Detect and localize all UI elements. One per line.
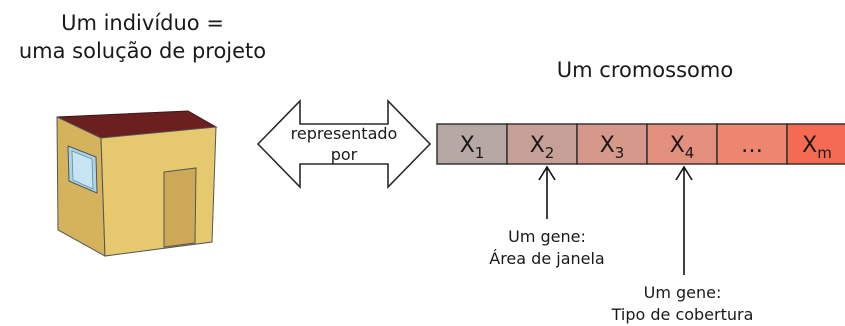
double-arrow-label: representado por <box>279 123 409 165</box>
chromosome-title: Um cromossomo <box>556 58 734 82</box>
gene-note-line1: Um gene: <box>643 283 722 302</box>
house-door <box>163 167 197 248</box>
gene-label: Xm <box>802 133 832 162</box>
house-window-inner <box>71 150 94 190</box>
gene-label: X4 <box>670 133 695 162</box>
chromosome-strip: X1 X2 X3 X4 … Xm <box>436 123 845 165</box>
gene-note-line1: Um gene: <box>508 227 586 246</box>
gene-label: X2 <box>530 133 555 162</box>
double-arrow-label-line2: por <box>330 145 358 164</box>
house-icon <box>56 110 218 257</box>
gene-note-line2: Tipo de cobertura <box>611 305 754 324</box>
gene-note-line2: Área de janela <box>489 249 605 268</box>
gene-label: X1 <box>460 133 485 162</box>
double-arrow-icon <box>256 99 432 189</box>
up-arrow-icon <box>675 165 693 275</box>
individual-title-line1: Um indivíduo = <box>61 11 224 35</box>
up-arrow-icon <box>538 165 556 219</box>
gene-label: X3 <box>600 133 625 162</box>
gene-cell <box>646 123 718 165</box>
individual-title-line2: uma solução de projeto <box>18 39 267 63</box>
gene-cell <box>786 123 845 165</box>
gene-label: … <box>741 133 763 158</box>
gene-cell <box>576 123 648 165</box>
house-front-wall <box>100 126 217 257</box>
gene-cell <box>436 123 508 165</box>
gene-note-window: Um gene: Área de janela <box>487 226 607 270</box>
individual-title: Um indivíduo = uma solução de projeto <box>0 9 285 65</box>
gene-note-roof: Um gene: Tipo de cobertura <box>600 282 765 326</box>
double-arrow-label-line1: representado <box>290 124 398 143</box>
